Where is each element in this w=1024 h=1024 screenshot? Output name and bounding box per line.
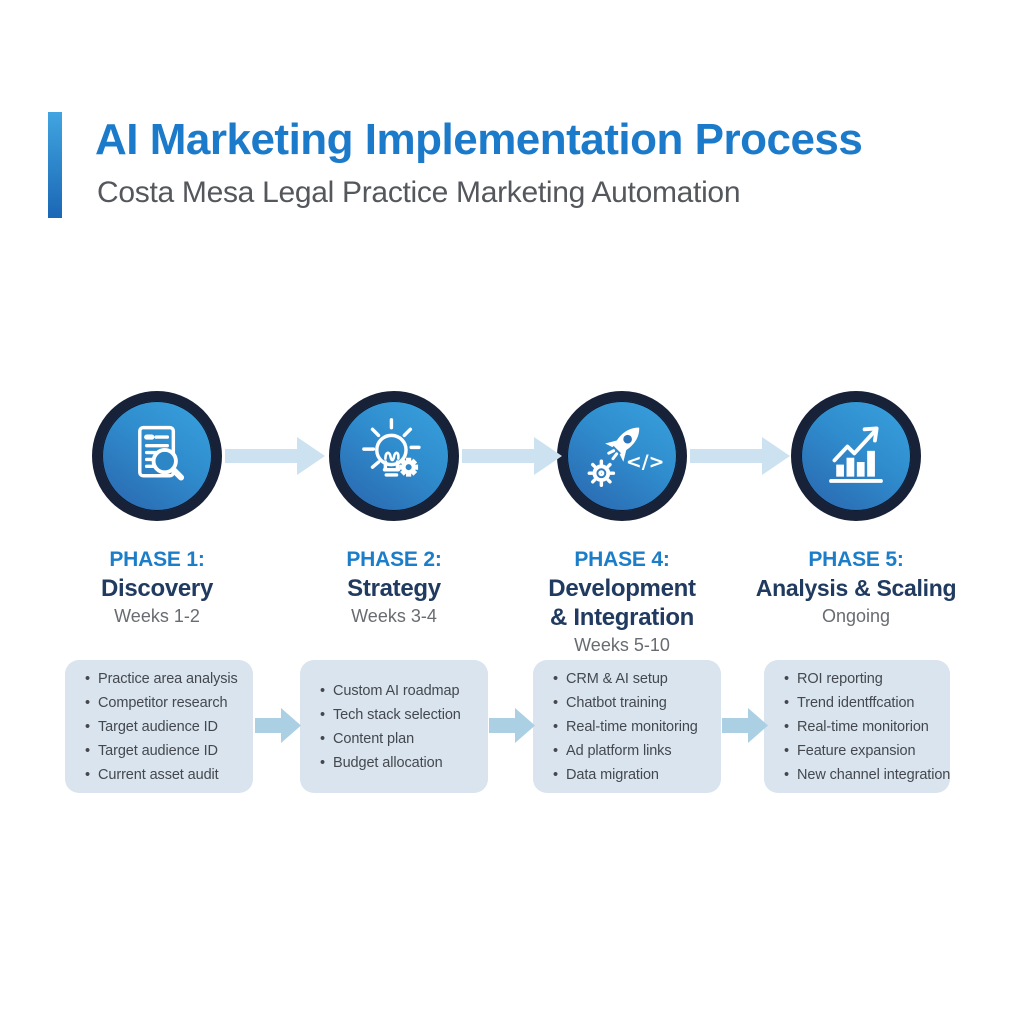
phase4-heading: PHASE 4: Development & Integration Weeks… (505, 546, 739, 659)
phase-label: PHASE 5: (808, 548, 904, 571)
task-item: Tech stack selection (320, 703, 480, 727)
task-item: Ad platform links (553, 739, 713, 763)
task-item: Target audience ID (85, 715, 245, 739)
phase2-circle (329, 391, 459, 521)
task-list: Practice area analysis Competitor resear… (65, 667, 253, 787)
task-item: Data migration (553, 763, 713, 787)
lightbulb-gear-icon (362, 418, 421, 477)
arrow-right-icon (255, 708, 301, 743)
phase1-circle (92, 391, 222, 521)
phase-label: PHASE 1: (109, 548, 205, 571)
phase-name: Strategy (347, 575, 441, 602)
code-brackets-glyph: </> (626, 451, 665, 473)
phase1-task-box: Practice area analysis Competitor resear… (65, 660, 253, 793)
task-item: Custom AI roadmap (320, 679, 480, 703)
phase5-heading: PHASE 5: Analysis & Scaling Ongoing (739, 546, 973, 630)
task-item: Real-time monitoring (553, 715, 713, 739)
task-list: CRM & AI setup Chatbot training Real-tim… (533, 667, 721, 787)
phase2-heading: PHASE 2: Strategy Weeks 3-4 (277, 546, 511, 630)
phase-duration: Weeks 3-4 (351, 606, 437, 626)
growth-chart-icon (829, 426, 883, 483)
phase-duration: Ongoing (821, 606, 891, 626)
task-item: Competitor research (85, 691, 245, 715)
phase-duration: Weeks 1-2 (114, 606, 200, 626)
phase4-circle: </> (557, 391, 687, 521)
task-item: Target audience ID (85, 739, 245, 763)
phase-name-line2: & Integration (549, 604, 695, 631)
title-accent-bar (48, 112, 62, 218)
task-list: Custom AI roadmap Tech stack selection C… (300, 679, 488, 775)
arrow-right-icon (225, 437, 325, 475)
page-title: AI Marketing Implementation Process (95, 115, 863, 164)
task-item: Current asset audit (85, 763, 245, 787)
page-subtitle: Costa Mesa Legal Practice Marketing Auto… (97, 176, 741, 209)
arrow-right-icon (722, 708, 768, 743)
task-item: Real-time monitorion (784, 715, 950, 739)
rocket-code-icon: </> (587, 427, 665, 487)
phase-label: PHASE 4: (574, 548, 670, 571)
task-item: Budget allocation (320, 751, 480, 775)
task-item: New channel integration (784, 763, 950, 787)
task-item: Trend identffcation (784, 691, 950, 715)
phase4-task-box: CRM & AI setup Chatbot training Real-tim… (533, 660, 721, 793)
arrow-right-icon (462, 437, 562, 475)
document-search-icon (138, 425, 185, 481)
phase-label: PHASE 2: (346, 548, 442, 571)
phase-name: Discovery (100, 575, 214, 602)
phase-name: Analysis & Scaling (755, 575, 957, 601)
task-item: Practice area analysis (85, 667, 245, 691)
task-item: CRM & AI setup (553, 667, 713, 691)
phase5-task-box: ROI reporting Trend identffcation Real-t… (764, 660, 950, 793)
task-item: Chatbot training (553, 691, 713, 715)
phase-name-line1: Development (548, 575, 696, 602)
arrow-right-icon (690, 437, 790, 475)
arrow-right-icon (489, 708, 535, 743)
task-item: Content plan (320, 727, 480, 751)
task-item: ROI reporting (784, 667, 950, 691)
phase5-circle (791, 391, 921, 521)
task-item: Feature expansion (784, 739, 950, 763)
phase2-task-box: Custom AI roadmap Tech stack selection C… (300, 660, 488, 793)
task-list: ROI reporting Trend identffcation Real-t… (764, 667, 958, 787)
phase-duration: Weeks 5-10 (574, 635, 670, 655)
phase1-heading: PHASE 1: Discovery Weeks 1-2 (40, 546, 274, 630)
